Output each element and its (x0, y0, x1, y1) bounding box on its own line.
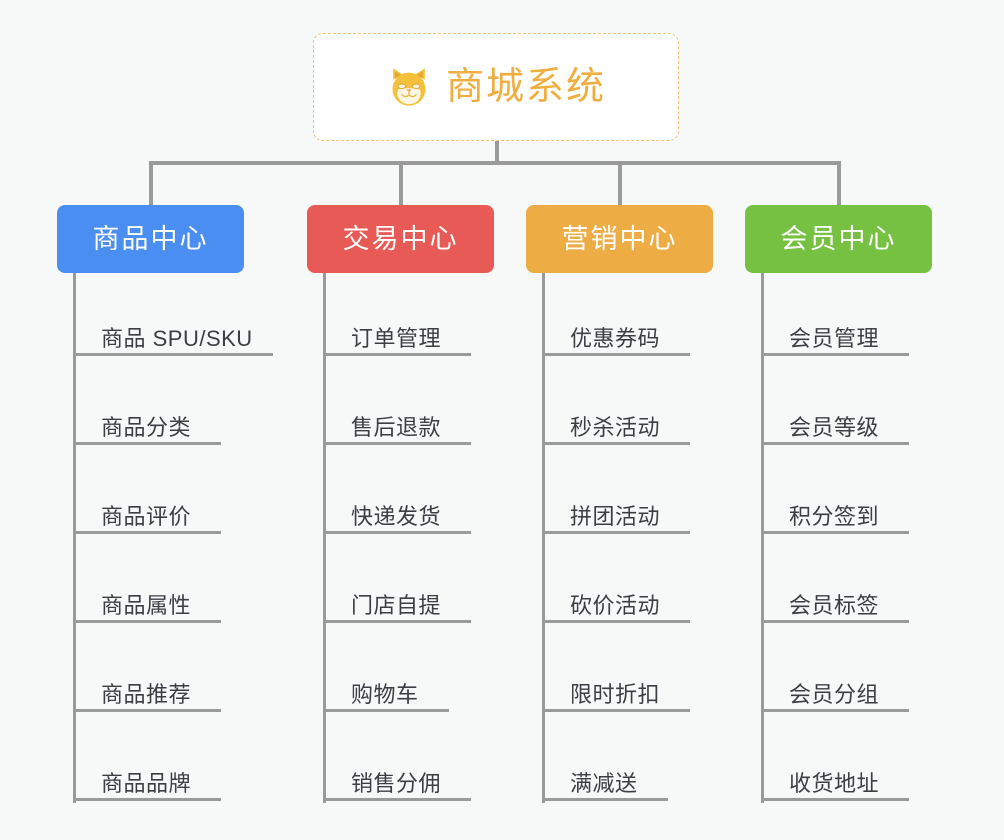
leaf-item-store-pickup[interactable]: 门店自提 (323, 595, 471, 623)
leaf-item-sales-commission[interactable]: 销售分佣 (323, 773, 471, 801)
leaf-item-flash-sale[interactable]: 秒杀活动 (542, 417, 690, 445)
leaf-item-member-tag[interactable]: 会员标签 (761, 595, 909, 623)
leaf-item-product-review[interactable]: 商品评价 (73, 506, 221, 534)
leaf-item-coupon-code[interactable]: 优惠券码 (542, 328, 690, 356)
category-label-trade-center: 交易中心 (342, 223, 459, 254)
category-label-product-center: 商品中心 (92, 223, 209, 254)
leaf-label: 会员等级 (789, 415, 880, 440)
leaf-label: 商品属性 (101, 593, 192, 618)
spine-marketing-center (542, 273, 545, 803)
leaf-label: 门店自提 (351, 593, 442, 618)
leaf-item-full-reduction-gift[interactable]: 满减送 (542, 773, 668, 801)
connector-root-stem (495, 141, 499, 163)
leaf-label: 满减送 (570, 771, 638, 796)
leaf-item-member-management[interactable]: 会员管理 (761, 328, 909, 356)
connector-drop-marketing-center (618, 161, 622, 207)
category-box-member-center[interactable]: 会员中心 (745, 205, 932, 273)
leaf-label: 限时折扣 (570, 682, 661, 707)
leaf-label: 商品推荐 (101, 682, 192, 707)
category-box-marketing-center[interactable]: 营销中心 (526, 205, 713, 273)
leaf-label: 会员管理 (789, 326, 880, 351)
leaf-label: 秒杀活动 (570, 415, 661, 440)
leaf-item-order-management[interactable]: 订单管理 (323, 328, 471, 356)
connector-drop-trade-center (399, 161, 403, 207)
leaf-label: 商品 SPU/SKU (101, 326, 253, 351)
leaf-label: 会员标签 (789, 593, 880, 618)
root-title: 商城系统 (445, 66, 606, 108)
leaf-label: 优惠券码 (570, 326, 661, 351)
leaf-item-shipping-address[interactable]: 收货地址 (761, 773, 909, 801)
category-label-member-center: 会员中心 (780, 223, 897, 254)
category-label-marketing-center: 营销中心 (561, 223, 678, 254)
leaf-label: 商品品牌 (101, 771, 192, 796)
connector-horizontal-bus (149, 161, 841, 165)
category-box-product-center[interactable]: 商品中心 (57, 205, 244, 273)
leaf-label: 拼团活动 (570, 504, 661, 529)
leaf-item-product-category[interactable]: 商品分类 (73, 417, 221, 445)
leaf-item-shopping-cart[interactable]: 购物车 (323, 684, 449, 712)
connector-drop-product-center (149, 161, 153, 207)
shiba-dog-icon (392, 68, 426, 106)
leaf-label: 积分签到 (789, 504, 880, 529)
leaf-label: 售后退款 (351, 415, 442, 440)
leaf-label: 订单管理 (351, 326, 442, 351)
category-box-trade-center[interactable]: 交易中心 (307, 205, 494, 273)
leaf-item-member-group[interactable]: 会员分组 (761, 684, 909, 712)
leaf-item-member-level[interactable]: 会员等级 (761, 417, 909, 445)
connector-drop-member-center (837, 161, 841, 207)
leaf-item-bargain-activity[interactable]: 砍价活动 (542, 595, 690, 623)
leaf-item-product-brand[interactable]: 商品品牌 (73, 773, 221, 801)
leaf-label: 会员分组 (789, 682, 880, 707)
leaf-label: 商品分类 (101, 415, 192, 440)
leaf-label: 销售分佣 (351, 771, 442, 796)
leaf-item-express-shipping[interactable]: 快递发货 (323, 506, 471, 534)
leaf-item-limited-time-discount[interactable]: 限时折扣 (542, 684, 690, 712)
leaf-label: 收货地址 (789, 771, 880, 796)
leaf-label: 砍价活动 (570, 593, 661, 618)
leaf-item-product-attribute[interactable]: 商品属性 (73, 595, 221, 623)
root-node-mall-system[interactable]: 商城系统 (313, 33, 679, 141)
spine-product-center (73, 273, 76, 803)
leaf-item-group-buy[interactable]: 拼团活动 (542, 506, 690, 534)
leaf-label: 商品评价 (101, 504, 192, 529)
leaf-item-after-sales-refund[interactable]: 售后退款 (323, 417, 471, 445)
leaf-label: 快递发货 (351, 504, 442, 529)
spine-trade-center (323, 273, 326, 803)
leaf-label: 购物车 (351, 682, 419, 707)
spine-member-center (761, 273, 764, 803)
leaf-item-points-checkin[interactable]: 积分签到 (761, 506, 909, 534)
leaf-item-product-recommend[interactable]: 商品推荐 (73, 684, 221, 712)
leaf-item-product-spu-sku[interactable]: 商品 SPU/SKU (73, 328, 273, 356)
